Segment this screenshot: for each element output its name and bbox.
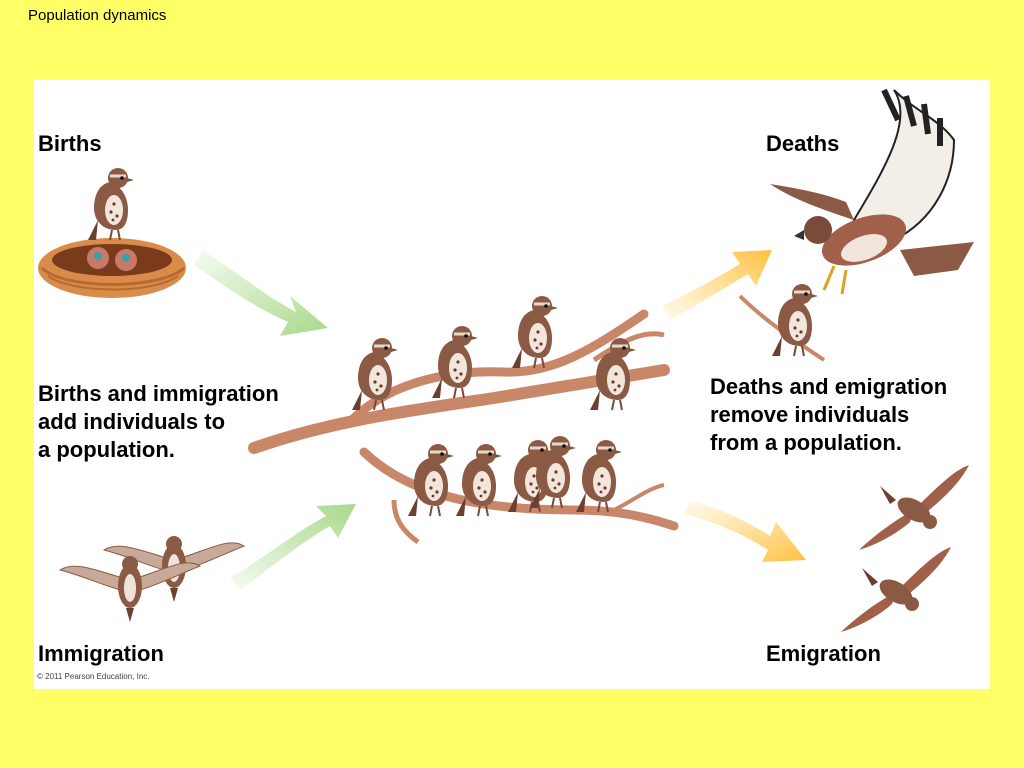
diagram-artwork — [38, 88, 974, 632]
nest-with-chicks-illustration — [38, 166, 186, 298]
diagram-panel: Births Deaths Immigration Emigration Bir… — [34, 80, 990, 689]
add-individuals-caption: Births and immigration add individuals t… — [38, 380, 279, 464]
remove-caption-line-3: from a population. — [710, 430, 902, 455]
arrow-births-to-population — [194, 250, 328, 336]
immigrating-birds-illustration — [59, 535, 245, 623]
copyright-notice: © 2011 Pearson Education, Inc. — [37, 672, 150, 681]
add-caption-line-2: add individuals to — [38, 409, 226, 434]
immigration-label: Immigration — [38, 641, 164, 666]
remove-caption-line-1: Deaths and emigration — [710, 374, 948, 399]
remove-caption-line-2: remove individuals — [710, 402, 910, 427]
births-label: Births — [38, 131, 102, 156]
arrow-population-to-deaths — [662, 250, 772, 320]
arrow-population-to-emigration — [684, 500, 806, 562]
deaths-label: Deaths — [766, 131, 840, 156]
emigration-label: Emigration — [766, 641, 881, 666]
slide-title: Population dynamics — [28, 7, 167, 24]
remove-individuals-caption: Deaths and emigration remove individuals… — [710, 373, 947, 457]
branch-population-illustration — [248, 294, 679, 545]
hawk-catching-bird-illustration — [738, 88, 974, 362]
arrow-immigration-to-population — [230, 504, 356, 590]
add-caption-line-1: Births and immigration — [38, 381, 279, 406]
add-caption-line-3: a population. — [38, 437, 175, 462]
emigrating-birds-illustration — [841, 465, 969, 632]
